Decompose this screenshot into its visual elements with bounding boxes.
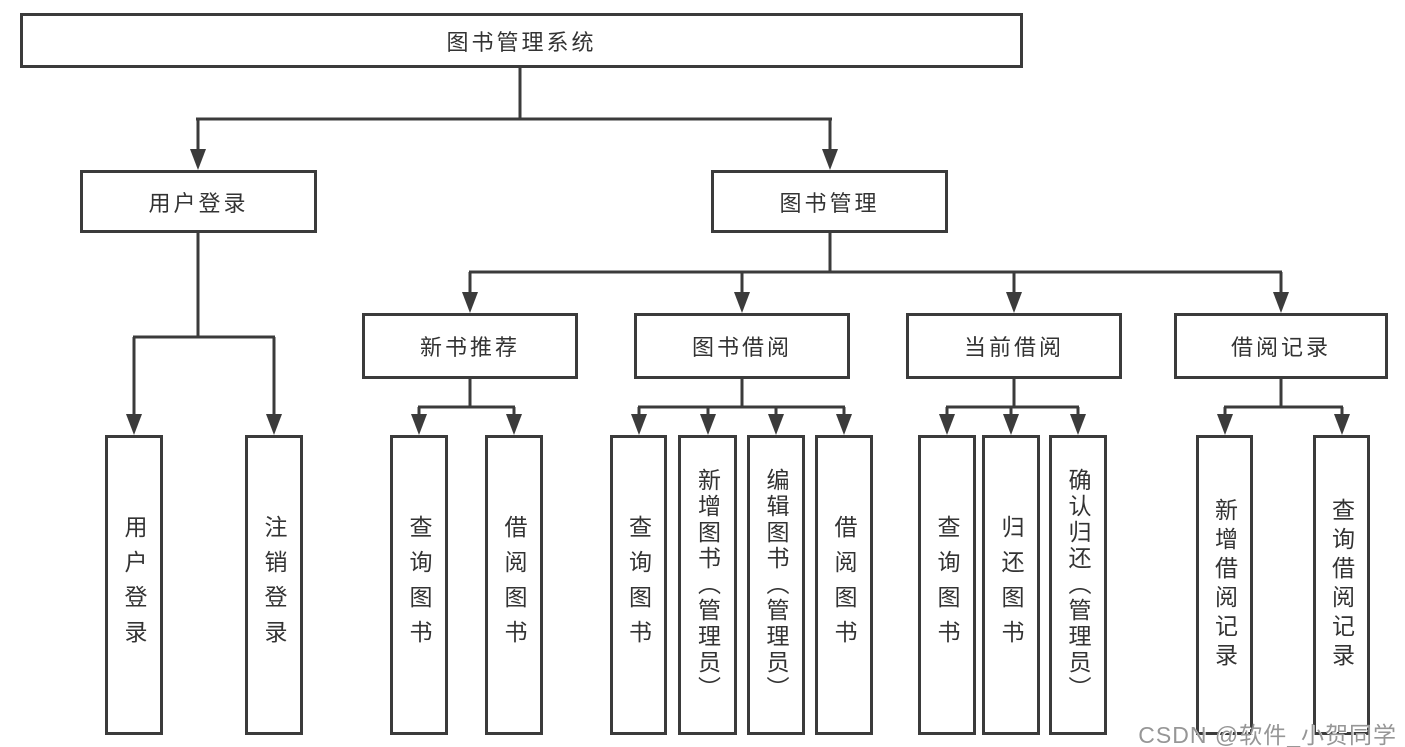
node-borrow-records-label: 借阅记录	[1230, 335, 1331, 360]
leaf-bb-borrow-books-label: 借阅图书	[831, 515, 857, 655]
leaf-bb-add-books-admin-label: 新增图书（管理员）	[694, 468, 721, 702]
leaf-bb-query-books: 查询图书	[610, 435, 667, 735]
leaf-bb-borrow-books: 借阅图书	[815, 435, 873, 735]
leaf-cb-return-books: 归还图书	[982, 435, 1040, 735]
leaf-cb-confirm-return-admin: 确认归还（管理员）	[1049, 435, 1107, 735]
node-new-book-recommend: 新书推荐	[362, 313, 578, 379]
node-book-borrow: 图书借阅	[634, 313, 850, 379]
node-new-book-recommend-label: 新书推荐	[419, 335, 520, 360]
leaf-cb-return-books-label: 归还图书	[998, 515, 1024, 655]
leaf-bb-add-books-admin: 新增图书（管理员）	[678, 435, 737, 735]
leaf-br-add-record: 新增借阅记录	[1196, 435, 1253, 735]
leaf-logout: 注销登录	[245, 435, 303, 735]
leaf-logout-label: 注销登录	[261, 515, 287, 655]
leaf-bb-edit-books-admin-label: 编辑图书（管理员）	[763, 468, 789, 702]
arrowheads	[126, 149, 1350, 435]
leaf-cb-query-books-label: 查询图书	[934, 515, 960, 655]
leaf-br-query-record: 查询借阅记录	[1313, 435, 1370, 735]
leaf-user-login-label: 用户登录	[121, 515, 147, 655]
node-user-login-label: 用户登录	[148, 190, 249, 216]
leaf-br-query-record-label: 查询借阅记录	[1328, 498, 1355, 672]
watermark: CSDN @软件_小贺同学	[1138, 722, 1397, 747]
node-user-login: 用户登录	[80, 170, 317, 233]
node-book-borrow-label: 图书借阅	[691, 335, 792, 360]
node-root-label: 图书管理系统	[446, 29, 597, 55]
leaf-cb-confirm-return-admin-label: 确认归还（管理员）	[1065, 468, 1091, 702]
node-book-management: 图书管理	[711, 170, 948, 233]
node-root: 图书管理系统	[20, 13, 1023, 68]
node-current-borrow: 当前借阅	[906, 313, 1122, 379]
leaf-cb-query-books: 查询图书	[918, 435, 976, 735]
leaf-nb-query-books-label: 查询图书	[406, 515, 432, 655]
node-borrow-records: 借阅记录	[1174, 313, 1388, 379]
leaf-bb-edit-books-admin: 编辑图书（管理员）	[747, 435, 805, 735]
node-current-borrow-label: 当前借阅	[963, 335, 1064, 360]
leaf-nb-borrow-books: 借阅图书	[485, 435, 543, 735]
node-book-management-label: 图书管理	[779, 190, 880, 216]
leaf-user-login: 用户登录	[105, 435, 163, 735]
leaf-bb-query-books-label: 查询图书	[625, 515, 652, 655]
leaf-nb-query-books: 查询图书	[390, 435, 448, 735]
leaf-nb-borrow-books-label: 借阅图书	[501, 515, 527, 655]
leaf-br-add-record-label: 新增借阅记录	[1211, 498, 1238, 672]
